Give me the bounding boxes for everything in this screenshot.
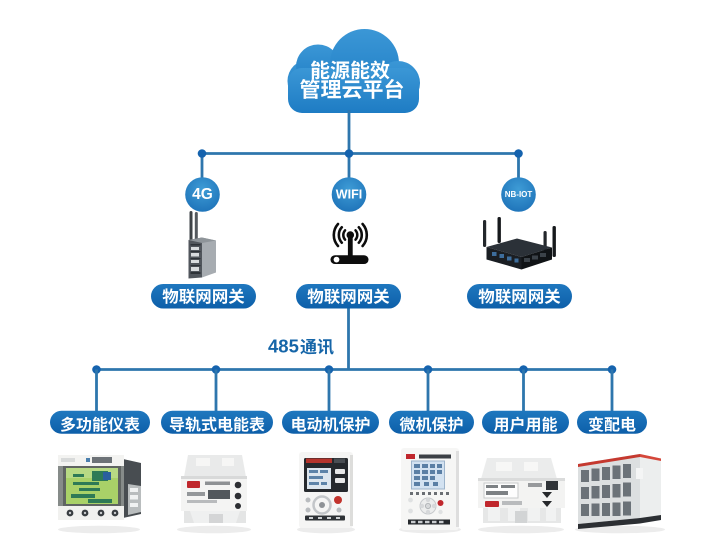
svg-text:WIFI: WIFI <box>336 188 362 202</box>
svg-text:485: 485 <box>268 336 299 357</box>
svg-text:4G: 4G <box>192 186 213 203</box>
svg-text:NB-IOT: NB-IOT <box>505 190 533 199</box>
